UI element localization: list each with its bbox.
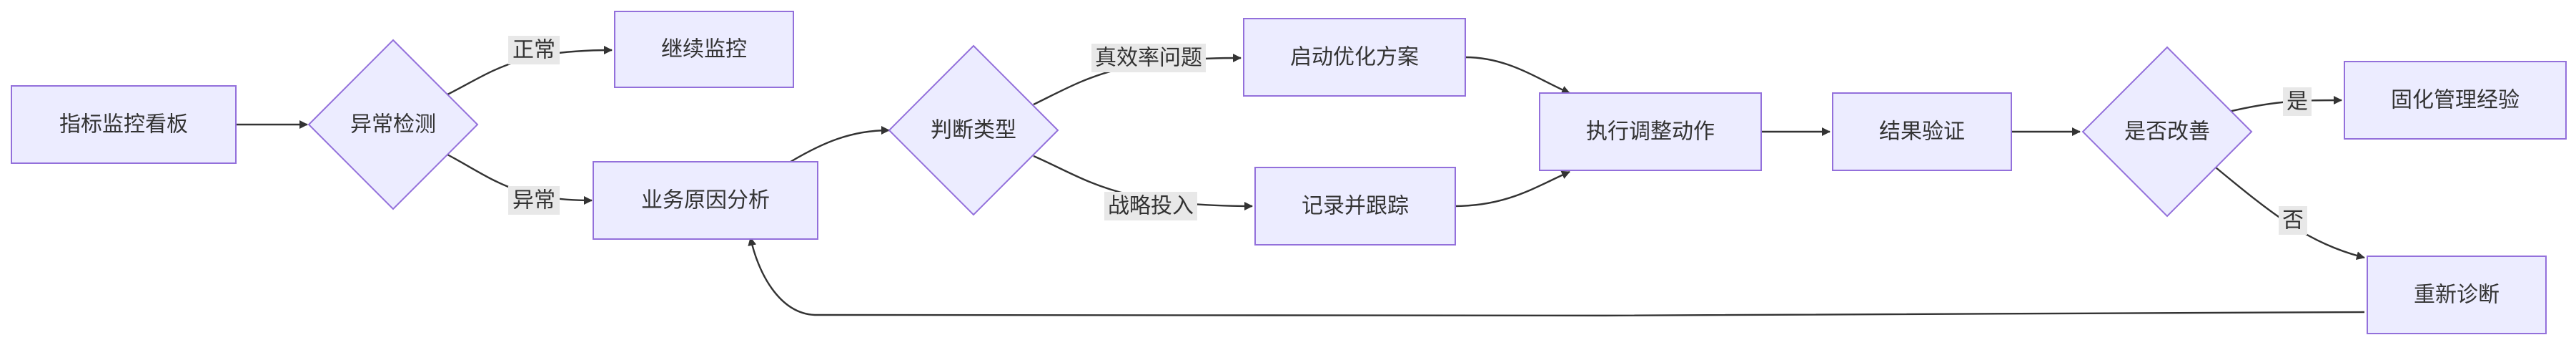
node-continue-monitor-label: 继续监控 <box>661 37 747 62</box>
edge-improved-to-solidify <box>2216 96 2342 116</box>
edge-label-efficiency-issue-text: 真效率问题 <box>1095 46 1202 71</box>
node-dashboard-label: 指标监控看板 <box>59 112 188 137</box>
node-start-optimization[interactable]: 启动优化方案 <box>1243 18 1466 97</box>
edge-rediagnose-to-rootcause <box>748 237 2365 317</box>
node-root-cause[interactable]: 业务原因分析 <box>593 161 818 240</box>
edge-label-yes-text: 是 <box>2287 89 2308 115</box>
edge-optimize-to-execute <box>1465 56 1570 94</box>
node-improved-check-label: 是否改善 <box>2124 120 2210 145</box>
edge-label-strategic-investment-text: 战略投入 <box>1108 194 1194 219</box>
node-improved-check[interactable]: 是否改善 <box>2081 46 2253 218</box>
edge-record-to-execute <box>1453 170 1570 208</box>
edge-label-abnormal: 异常 <box>508 186 560 215</box>
node-root-cause-label: 业务原因分析 <box>641 188 770 213</box>
edge-label-normal-text: 正常 <box>512 38 555 63</box>
edge-labels: 正常 异常 真效率问题 战略投入 是 否 <box>508 36 2312 235</box>
node-continue-monitor[interactable]: 继续监控 <box>614 11 794 88</box>
node-rediagnose-label: 重新诊断 <box>2414 283 2500 308</box>
node-dashboard[interactable]: 指标监控看板 <box>11 85 237 164</box>
edge-label-efficiency-issue: 真效率问题 <box>1091 44 1206 72</box>
node-anomaly-check[interactable]: 异常检测 <box>307 39 479 210</box>
edge-anomaly-to-rootcause <box>447 153 593 205</box>
node-record-track-label: 记录并跟踪 <box>1302 194 1409 219</box>
node-execute-adjust-label: 执行调整动作 <box>1586 120 1715 145</box>
node-anomaly-check-label: 异常检测 <box>350 112 436 137</box>
node-solidify-experience-label: 固化管理经验 <box>2391 88 2520 113</box>
edge-rootcause-to-classify <box>790 126 890 163</box>
edge-label-no-text: 否 <box>2282 208 2304 233</box>
node-classify[interactable]: 判断类型 <box>888 44 1059 216</box>
edge-label-no: 否 <box>2279 206 2307 235</box>
edge-classify-to-record <box>1033 155 1253 210</box>
edge-label-strategic-investment: 战略投入 <box>1104 192 1197 220</box>
node-solidify-experience[interactable]: 固化管理经验 <box>2344 61 2567 140</box>
node-verify-result[interactable]: 结果验证 <box>1832 92 2012 171</box>
node-start-optimization-label: 启动优化方案 <box>1290 45 1419 70</box>
node-record-track[interactable]: 记录并跟踪 <box>1254 167 1456 246</box>
node-classify-label: 判断类型 <box>931 118 1016 143</box>
node-verify-result-label: 结果验证 <box>1879 120 1965 145</box>
node-execute-adjust[interactable]: 执行调整动作 <box>1539 92 1762 171</box>
edge-label-abnormal-text: 异常 <box>512 188 555 213</box>
edge-label-yes: 是 <box>2283 87 2312 116</box>
nodes: 指标监控看板 异常检测 继续监控 业务原因分析 判断类型 启动优化方案 记录并跟… <box>11 11 2567 334</box>
edge-label-normal: 正常 <box>508 36 560 64</box>
node-rediagnose[interactable]: 重新诊断 <box>2367 256 2547 334</box>
